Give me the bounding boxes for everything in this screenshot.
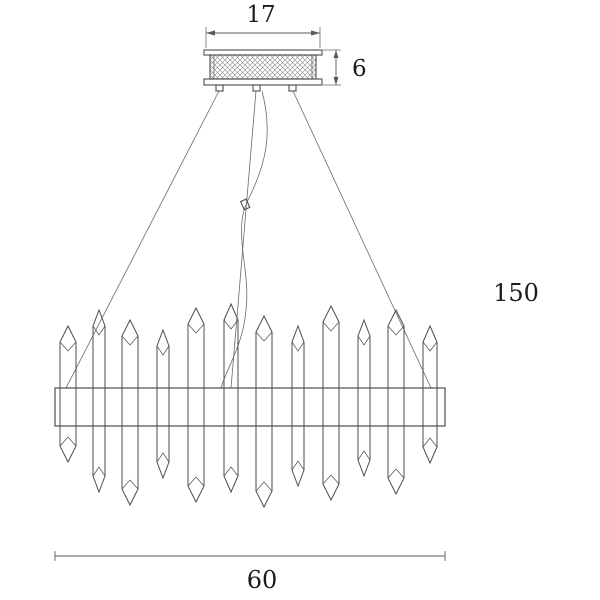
suspension-cable-center: [230, 90, 257, 389]
cable-fitting: [288, 84, 297, 92]
suspension-cable-left: [65, 90, 220, 389]
body-width-dimension: 60: [54, 551, 446, 594]
arrowhead-down-icon: [333, 77, 339, 85]
crystal-rod: [223, 302, 239, 494]
arrowhead-right-icon: [311, 30, 320, 36]
chandelier-band: [54, 387, 446, 427]
arrowhead-up-icon: [333, 50, 339, 58]
overall-height-label: 150: [493, 279, 539, 307]
ceiling-canopy: [203, 49, 323, 92]
arrowhead-left-icon: [206, 30, 215, 36]
cord-connector: [239, 198, 251, 211]
crystal-rod: [92, 308, 106, 494]
crystal-rod: [121, 318, 139, 507]
crystal-rod: [59, 324, 77, 464]
suspension-cables: [65, 90, 432, 389]
canopy-width-dimension: 17: [205, 2, 321, 48]
canopy-width-label: 17: [246, 2, 275, 28]
canopy-bottom-plate: [203, 78, 323, 86]
crystal-rod: [156, 328, 170, 480]
crystal-rod: [255, 314, 273, 509]
suspension-cable-right: [292, 90, 432, 389]
crystal-rod: [387, 308, 405, 496]
canopy-height-dimension: 6: [323, 49, 367, 86]
cable-fitting: [252, 84, 261, 92]
crystal-rod: [291, 324, 305, 488]
crystal-rod: [357, 318, 371, 478]
crystal-rod: [422, 324, 438, 465]
canopy-height-label: 6: [352, 56, 367, 82]
body-width-label: 60: [247, 566, 278, 594]
power-cord: [220, 90, 268, 389]
canopy-top-plate: [203, 49, 323, 56]
cable-fitting: [215, 84, 224, 92]
canopy-hatched-band: [209, 54, 317, 80]
crystal-rod: [187, 306, 205, 504]
crystal-rod-group: [59, 302, 438, 509]
crystal-rod: [322, 304, 340, 502]
